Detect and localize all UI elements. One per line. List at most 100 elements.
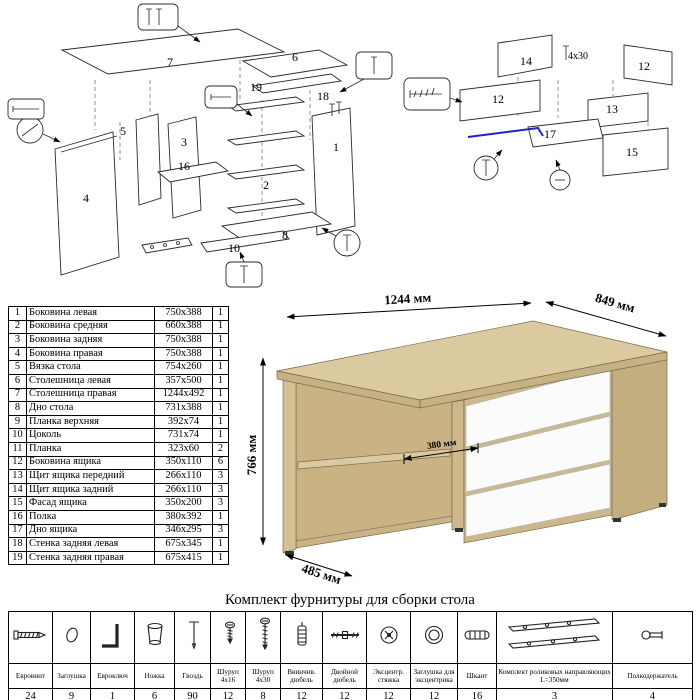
part-size-cell: 750x388 [154,346,213,362]
part-size-cell: 323x60 [154,441,213,457]
part-name-cell: Фасад ящика [26,496,155,511]
hardware-label: Заглушка для эксцентрика [410,663,458,689]
part-number-cell: 5 [8,360,27,375]
part-number-cell: 10 [8,428,27,443]
hardware-qty: 16 [457,688,497,700]
screw-callout-box [137,3,179,31]
part-name-cell: Планка [26,441,155,457]
parts-table-row: 6 Столешница левая 357x500 1 [8,373,229,389]
hardware-icon-cell [245,611,281,664]
hardware-icon-cell [612,611,693,664]
dim-shelf-label: 380 мм [426,438,457,452]
shelf-pin-icon [640,630,663,640]
eurovint-icon [12,630,46,640]
part-qty-cell: 1 [212,550,229,566]
part-qty-cell: 1 [212,319,229,335]
part-name-cell: Боковина ящика [26,455,155,471]
tabletop-edge-right [419,351,668,409]
part-qty-cell: 1 [212,509,229,525]
part-label-10: 10 [228,241,240,255]
part-qty-cell: 6 [212,455,229,471]
parts-table-row: 13 Щит ящика передний 266x110 3 [8,469,229,484]
part-label-1: 1 [333,140,339,154]
part-number-cell: 8 [8,401,27,416]
hardware-kit-title: Комплект фурнитуры для сборки стола [225,592,475,608]
part-label-12a: 12 [492,92,504,106]
part-size-cell: 731x74 [154,428,213,443]
screw-size-note: 4x30 [568,51,588,62]
part-size-cell: 754x260 [154,360,213,375]
part-size-cell: 675x345 [154,537,213,552]
hardware-label: Шуруп 4x30 [245,663,281,689]
hardware-qty: 8 [245,688,281,700]
part-number-cell: 17 [8,523,27,539]
screw-4x30-sketch [563,45,569,60]
panels [54,28,356,276]
part-number-cell: 6 [8,373,27,389]
parts-table-row: 12 Боковина ящика 350x110 6 [8,455,229,471]
part-size-cell: 675x415 [154,550,213,566]
part-qty-cell: 3 [212,496,229,511]
part-size-cell: 266x110 [154,469,213,484]
part-qty-cell: 3 [212,482,229,498]
part-qty-cell: 1 [212,306,229,321]
part-qty-cell: 3 [212,523,229,539]
guide-lines [94,60,311,225]
part-size-cell: 750x388 [154,306,213,321]
part-name-cell: Щит ящика передний [26,469,155,484]
cam-lock-icon [379,626,398,644]
part-qty-cell: 1 [212,346,229,362]
part-name-cell: Боковина средняя [26,319,155,335]
part-number-cell: 19 [8,550,27,566]
hardware-icon-cell [52,611,91,664]
hardware-qty-row: 24 9 1 6 90 12 8 12 12 12 12 16 3 4 [8,688,693,700]
parts-table-row: 5 Вязка стола 754x260 1 [8,360,229,375]
part-label-2: 2 [263,178,269,192]
hardware-icon-cell [90,611,135,664]
parts-table-row: 3 Боковина задняя 750x388 1 [8,333,229,348]
hardware-icons-row [8,611,693,664]
hardware-icon-cell [210,611,246,664]
hardware-icon-cell [280,611,323,664]
part-label-18: 18 [317,89,329,103]
parts-table-row: 15 Фасад ящика 350x200 3 [8,496,229,511]
dim-left-depth-label: 485 мм [300,560,343,587]
part-number-cell: 15 [8,496,27,511]
parts-table-row: 1 Боковина левая 750x388 1 [8,306,229,321]
part-number-cell: 14 [8,482,27,498]
hardware-icon-cell [457,611,497,664]
threaded-dowel-icon [296,622,307,646]
hardware-qty: 6 [134,688,175,700]
hardware-qty: 24 [8,688,53,700]
part-number-cell: 3 [8,333,27,348]
hardware-labels-row: Евровинт Заглушка Евроключ Ножка Гвоздь … [8,663,693,689]
plug-icon [66,627,78,643]
part-name-cell: Боковина задняя [26,333,155,348]
hardware-icon-cell [174,611,211,664]
exploded-diagram-drawer: 14 12 12 13 17 15 4x30 [403,34,673,191]
hardware-qty: 12 [280,688,323,700]
parts-table-row: 7 Столешница правая 1244x492 1 [8,387,229,403]
hardware-qty: 1 [90,688,135,700]
hardware-icon-cell [366,611,411,664]
dim-depth-label: 849 мм [594,290,637,316]
part-name-cell: Дно стола [26,401,155,416]
part-number-cell: 2 [8,319,27,335]
part-number-cell: 1 [8,306,27,321]
dim-height-label: 766 мм [244,435,259,476]
screw-4x30-icon [259,617,271,651]
hardware-label: Заглушка [52,663,91,689]
part-qty-cell: 1 [212,387,229,403]
panels [459,34,673,177]
hardware-label: Ввинчив. дюбель [280,663,323,689]
part-label-12b: 12 [638,59,650,73]
part-label-5: 5 [120,124,126,138]
drawer-slide-highlight [467,126,544,138]
leg-icon [146,622,163,646]
part-label-17: 17 [544,127,556,141]
part-size-cell: 350x200 [154,496,213,511]
part-size-cell: 380x392 [154,509,213,525]
part-size-cell: 750x388 [154,333,213,348]
hardware-icon-cell [8,611,53,664]
